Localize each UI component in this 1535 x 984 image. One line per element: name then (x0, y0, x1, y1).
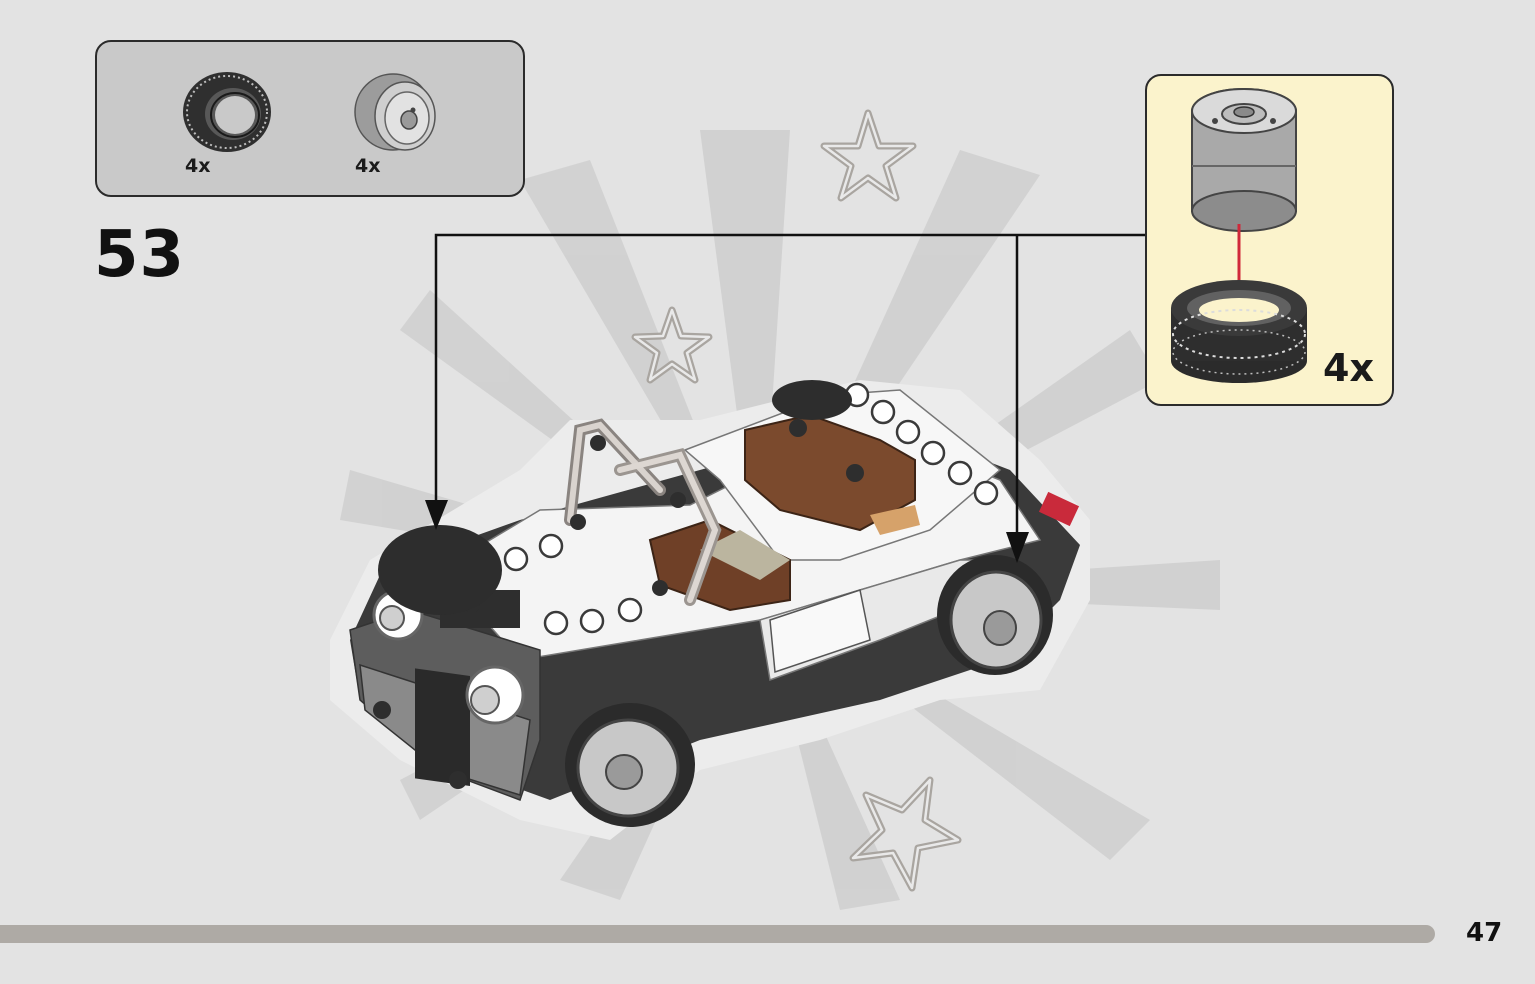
callout-quantity: 4x (1323, 346, 1374, 390)
wheel-rear-left (772, 380, 852, 420)
callout-arrows (434, 233, 1145, 540)
car-model (330, 380, 1090, 840)
arrow-down-icon (1006, 532, 1029, 563)
page-number: 47 (1466, 918, 1503, 948)
wheel-assembly-icon (1171, 88, 1307, 383)
page-progress-bar (0, 925, 1435, 943)
parts-list-panel: 4x 4x (95, 40, 525, 197)
wheel-front-left (378, 525, 502, 615)
parts-item-tire: 4x (177, 72, 287, 192)
tire-icon (183, 72, 271, 152)
parts-item-rim: 4x (347, 72, 457, 192)
arrow-down-icon (425, 500, 448, 530)
wheel-rim-icon (354, 73, 436, 151)
wheel-rear-right (937, 555, 1053, 675)
parts-item-quantity: 4x (355, 155, 381, 177)
step-number: 53 (94, 218, 186, 292)
sub-assembly-callout: 4x (1145, 74, 1394, 406)
wheel-front-right (565, 703, 695, 827)
parts-item-quantity: 4x (185, 155, 211, 177)
